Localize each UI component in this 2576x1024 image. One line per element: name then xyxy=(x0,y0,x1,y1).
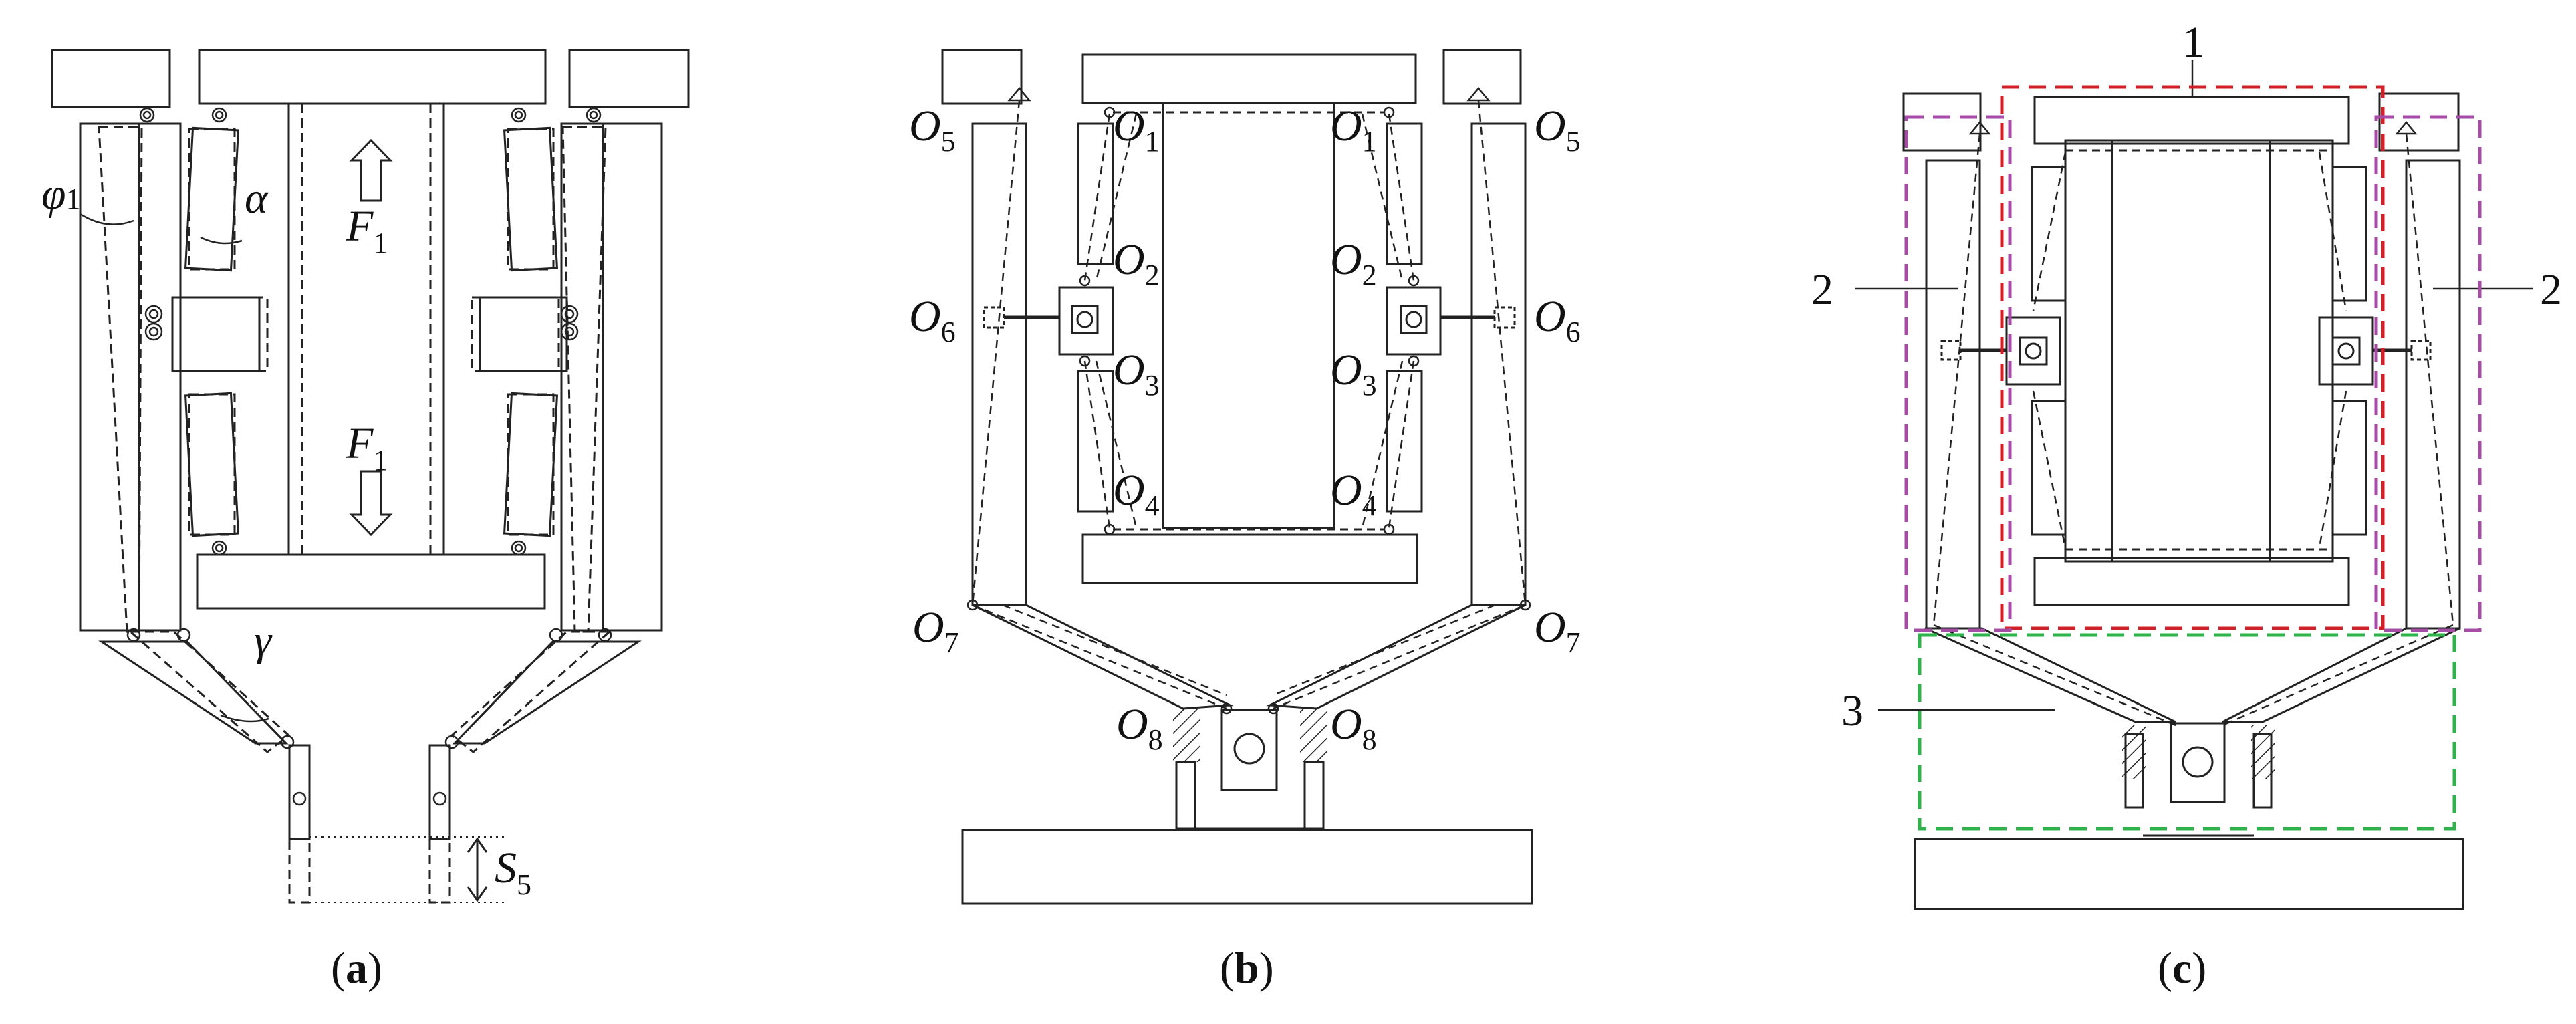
joint-label-o6-left: O6 xyxy=(909,292,956,348)
joint-label-o6-right: O6 xyxy=(1534,292,1581,348)
panel-a-right-lever xyxy=(602,122,663,632)
panel-b-right-o6-pivot xyxy=(1493,306,1516,329)
panel-a-left-inner-lever xyxy=(138,122,182,632)
panel-b-left-lower-link xyxy=(1077,370,1114,513)
panel-a-labels: φ1 α γ F1 F1 S5 (a) xyxy=(41,170,531,993)
panel-c-top-plate xyxy=(2033,96,2350,145)
phi-label: φ1 xyxy=(41,170,81,219)
panel-b-right-lever xyxy=(1470,122,1527,606)
panel-b-top-right-block xyxy=(1442,49,1522,105)
panel-c-labels: 1 2 2 3 (c) xyxy=(1811,18,2562,993)
panel-a-top-right-block xyxy=(568,49,690,108)
panel-c-left-lever xyxy=(1925,159,1981,630)
panel-b-left-upper-link xyxy=(1077,122,1114,265)
panel-c-right-lower-arm xyxy=(2222,627,2460,723)
joint-label-o1-right: O1 xyxy=(1330,102,1377,158)
force-bottom-label: F1 xyxy=(346,419,388,477)
joint-label-o8-left: O8 xyxy=(1116,700,1163,756)
panel-a-top-plate-solid xyxy=(198,49,547,105)
panel-a-right-inner-lever xyxy=(560,122,604,632)
caption-b: (b) xyxy=(1220,944,1274,993)
panel-a-left-lower-link xyxy=(184,392,240,537)
joint-label-o2-left: O2 xyxy=(1113,235,1160,291)
panel-b-output-slider xyxy=(1220,709,1278,791)
joint-label-o4-left: O4 xyxy=(1113,466,1160,522)
module-2-left-outline xyxy=(1904,115,2012,632)
module-3-outline xyxy=(1918,633,2456,831)
panel-a-right-lower-arm xyxy=(452,640,642,745)
panel-a-right-upper-link xyxy=(503,126,559,272)
gamma-label: γ xyxy=(254,616,273,665)
panel-a-top-left-block xyxy=(51,49,171,108)
joint-label-o8-right: O8 xyxy=(1330,700,1377,756)
callout-2-right: 2 xyxy=(2540,265,2562,314)
panel-c-output-slider xyxy=(2170,722,2226,803)
panel-b-base xyxy=(961,829,1533,905)
panel-c-top-right-block xyxy=(2378,92,2460,152)
joint-label-o5-left: O5 xyxy=(909,102,956,158)
panel-c-top-left-block xyxy=(1902,92,1982,152)
panel-b-right-slider xyxy=(1386,286,1442,356)
panel-c-right-slider xyxy=(2318,316,2374,386)
panel-a-force-arrow-down xyxy=(349,470,393,537)
panel-a xyxy=(51,49,690,904)
panel-c-central-frame xyxy=(2064,139,2334,563)
stroke-label: S5 xyxy=(495,844,531,901)
joint-label-o7-right: O7 xyxy=(1534,603,1581,659)
panel-c-central-column xyxy=(2111,139,2271,563)
alpha-label: α xyxy=(245,174,269,223)
panel-b-left-slider xyxy=(1058,286,1114,356)
panel-c-left-slider xyxy=(2005,316,2061,386)
callout-3: 3 xyxy=(1841,686,1863,735)
panel-b xyxy=(941,49,1533,905)
panel-c-bottom-plate xyxy=(2033,557,2350,606)
panel-b-left-o6-pivot xyxy=(983,306,1005,329)
panel-c-module-outlines xyxy=(1904,85,2482,831)
panel-a-force-arrow-up xyxy=(349,138,393,202)
panel-b-right-upper-link xyxy=(1386,122,1423,265)
caption-c: (c) xyxy=(2158,944,2206,993)
panel-b-top-plate xyxy=(1081,53,1417,104)
panel-a-left-upper-link xyxy=(184,126,240,272)
callout-1: 1 xyxy=(2182,18,2204,67)
joint-label-o4-right: O4 xyxy=(1330,466,1377,522)
force-top-label: F1 xyxy=(346,202,388,259)
joint-label-o7-left: O7 xyxy=(912,603,959,659)
callout-2-left: 2 xyxy=(1811,265,1833,314)
joint-label-o1-left: O1 xyxy=(1113,102,1160,158)
joint-label-o3-left: O3 xyxy=(1113,346,1160,402)
panel-b-left-lever xyxy=(971,122,1027,606)
joint-label-o2-right: O2 xyxy=(1330,235,1377,291)
panel-c-right-lever xyxy=(2405,159,2461,630)
panel-a-bottom-plate xyxy=(196,553,546,610)
panel-c-base xyxy=(1914,838,2464,910)
panel-b-right-lower-link xyxy=(1386,370,1423,513)
panel-a-central-column xyxy=(287,102,445,556)
panel-a-right-lower-link xyxy=(503,392,559,537)
panel-b-central-column xyxy=(1162,102,1335,529)
panel-a-left-slider xyxy=(171,296,261,372)
caption-a: (a) xyxy=(331,944,382,993)
joint-label-o5-right: O5 xyxy=(1534,102,1581,158)
panel-b-bottom-plate xyxy=(1081,533,1418,584)
module-1-outline xyxy=(2000,85,2385,630)
panel-c-left-lower-arm xyxy=(1924,627,2176,723)
panel-a-top-plate xyxy=(198,49,547,105)
panel-b-labels: O1 O1 O2 O2 O3 O3 O4 O4 O5 O5 O6 O6 O7 O… xyxy=(909,102,1581,993)
panel-a-right-slider xyxy=(479,296,568,372)
panel-a-left-lower-arm xyxy=(98,640,289,745)
panel-c xyxy=(1855,60,2533,910)
module-2-right-outline xyxy=(2374,115,2482,632)
panel-a-left-lever xyxy=(79,122,140,632)
panel-b-top-left-block xyxy=(941,49,1023,105)
joint-label-o3-right: O3 xyxy=(1330,346,1377,402)
